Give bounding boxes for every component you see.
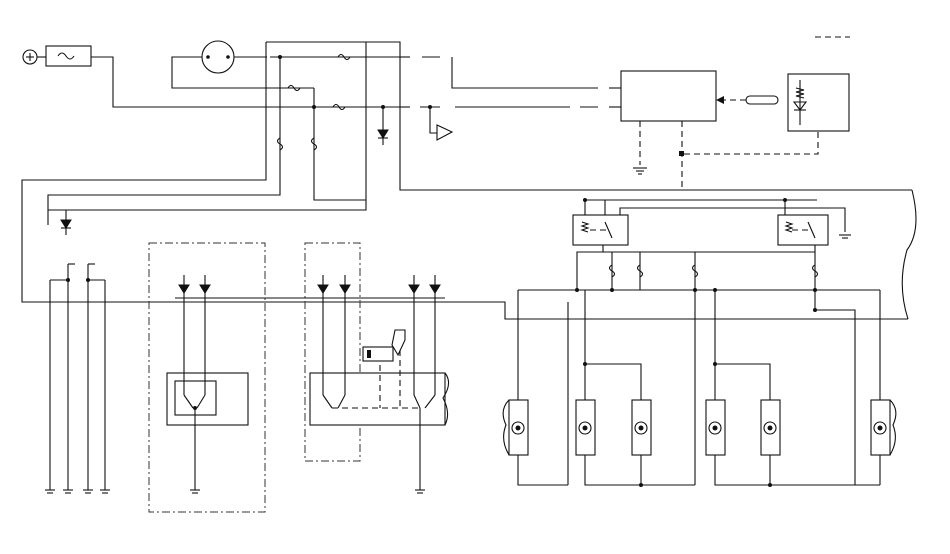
sensor-probe — [745, 95, 779, 105]
lock-switch-icon — [362, 329, 406, 362]
switch-module-mid — [304, 242, 361, 462]
junction-frame — [21, 41, 917, 320]
battery-terminal-icon — [22, 49, 46, 65]
diode-icon — [377, 129, 389, 139]
left-ground-wires — [49, 263, 106, 490]
harness-connectors — [400, 56, 621, 141]
control-unit-wires — [633, 121, 819, 190]
motor-4 — [705, 399, 726, 456]
motor-1 — [502, 399, 529, 456]
relay-left — [572, 214, 629, 246]
window-switch-left — [166, 298, 249, 490]
main-fuse-icon — [45, 45, 92, 67]
motor-2 — [575, 399, 596, 456]
wire-switch — [171, 56, 267, 89]
switch-module-left — [148, 242, 266, 513]
motor-5 — [760, 399, 781, 456]
ignition-switch-icon — [201, 40, 235, 74]
ground-symbol — [45, 489, 110, 494]
break-mark — [442, 372, 450, 426]
motor-3 — [631, 399, 652, 456]
wire-feed — [91, 56, 270, 108]
window-switch-main — [309, 298, 446, 490]
junction-wires — [47, 53, 400, 225]
motor-wires — [517, 290, 881, 487]
bus-diodes — [178, 275, 441, 298]
control-unit-box — [620, 70, 717, 122]
sensor-module — [787, 73, 850, 132]
arrow-icon — [716, 96, 724, 104]
motor-6 — [870, 399, 897, 456]
relay-wires — [517, 198, 881, 485]
relay-right — [777, 214, 829, 246]
